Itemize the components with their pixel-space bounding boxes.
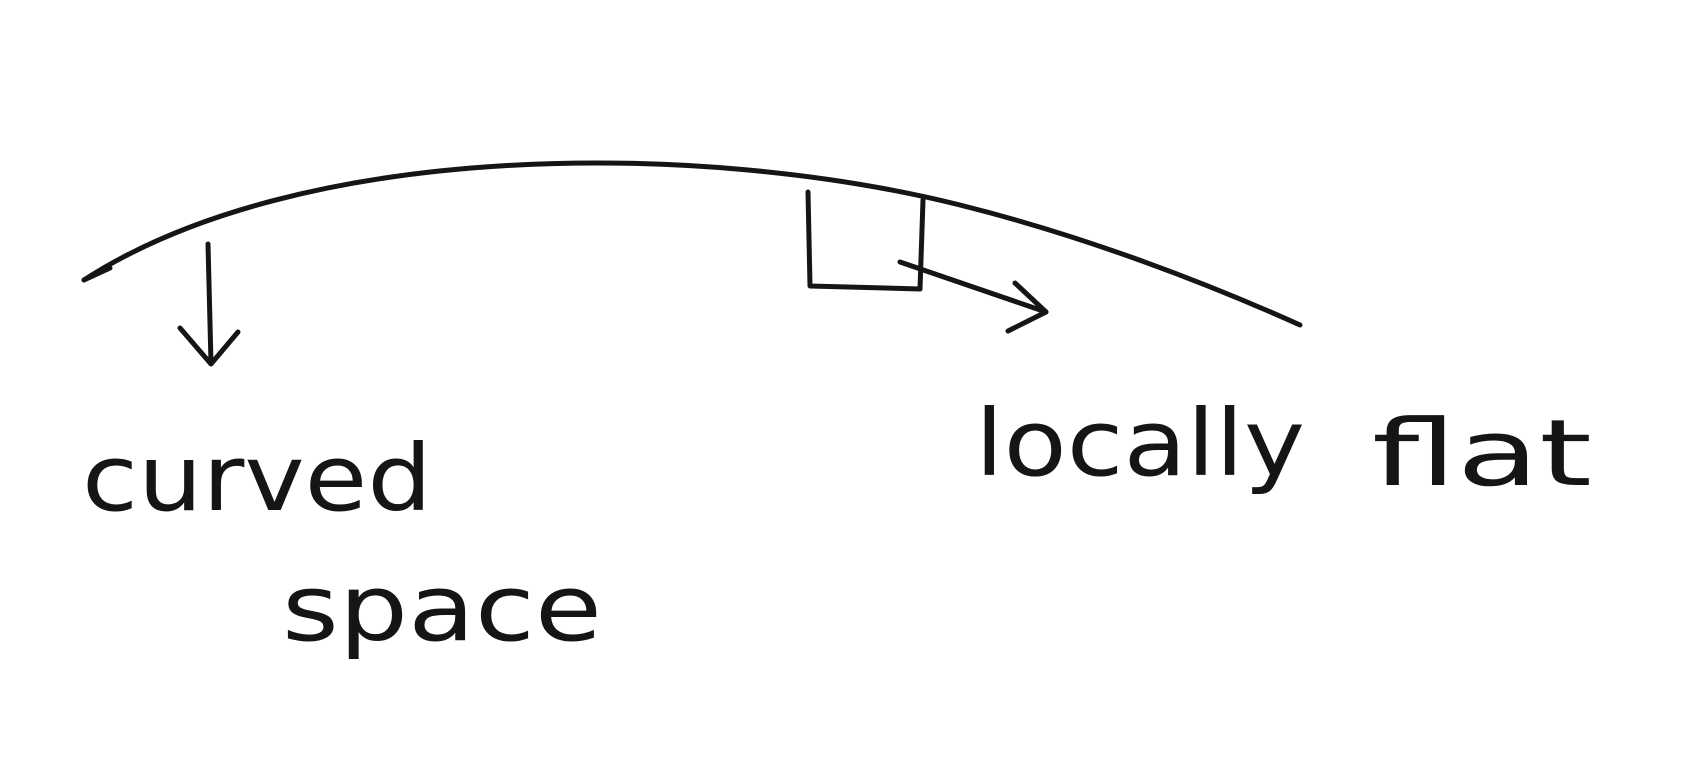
arc-start-tick bbox=[81, 265, 113, 283]
right-arrow-icon bbox=[897, 259, 1049, 334]
label-flat: flat bbox=[1372, 400, 1592, 507]
label-locally: locally bbox=[975, 390, 1305, 497]
label-curved: curved bbox=[82, 425, 432, 532]
local-flat-square bbox=[805, 189, 926, 292]
down-arrow-icon bbox=[177, 241, 241, 367]
curved-space-arc bbox=[81, 160, 1303, 328]
label-space: space bbox=[282, 555, 602, 662]
